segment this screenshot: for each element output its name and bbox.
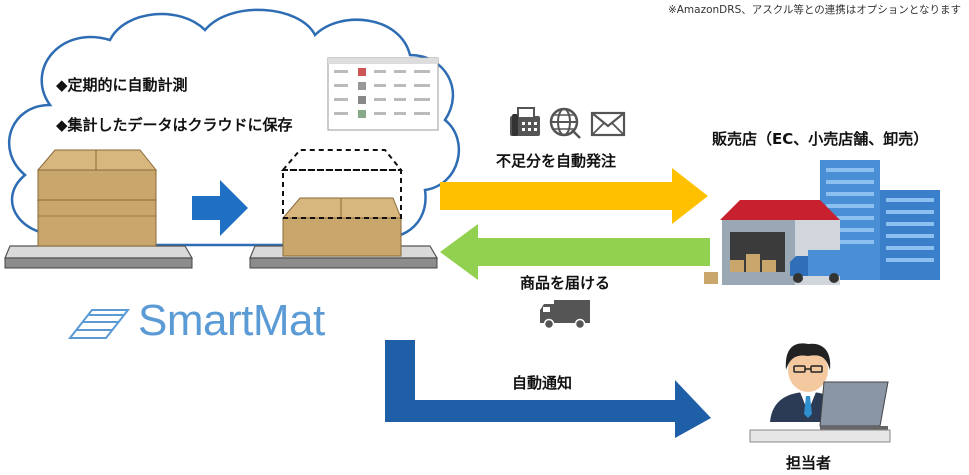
mail-icon <box>590 111 626 137</box>
label-person: 担当者 <box>786 454 832 472</box>
full-scale-icon <box>4 149 194 269</box>
smartmat-logo-icon <box>67 309 131 339</box>
fax-icon <box>510 107 540 136</box>
order-arrow <box>440 168 708 224</box>
dashboard-thumbnail <box>327 57 439 131</box>
warehouse-icon <box>704 160 940 285</box>
integration-note: ※AmazonDRS、アスクル等との連携はオプションとなります <box>667 4 961 16</box>
arrow-right-icon <box>192 180 248 236</box>
label-delivery: 商品を届ける <box>520 274 611 292</box>
truck-icon <box>540 300 590 330</box>
globe-icon <box>549 107 581 139</box>
person-at-laptop-icon <box>749 343 891 443</box>
bullet-cloud-save: ◆集計したデータはクラウドに保存 <box>56 116 293 134</box>
reduced-scale-icon <box>249 149 439 269</box>
brand-name: SmartMat <box>138 296 325 345</box>
bullet-auto-measure: ◆定期的に自動計測 <box>56 76 188 94</box>
label-shop: 販売店（EC、小売店舗、卸売） <box>712 130 929 148</box>
delivery-arrow <box>440 224 710 280</box>
notify-arrow <box>385 340 711 438</box>
label-notify: 自動通知 <box>512 374 573 392</box>
label-auto-order: 不足分を自動発注 <box>496 152 617 170</box>
